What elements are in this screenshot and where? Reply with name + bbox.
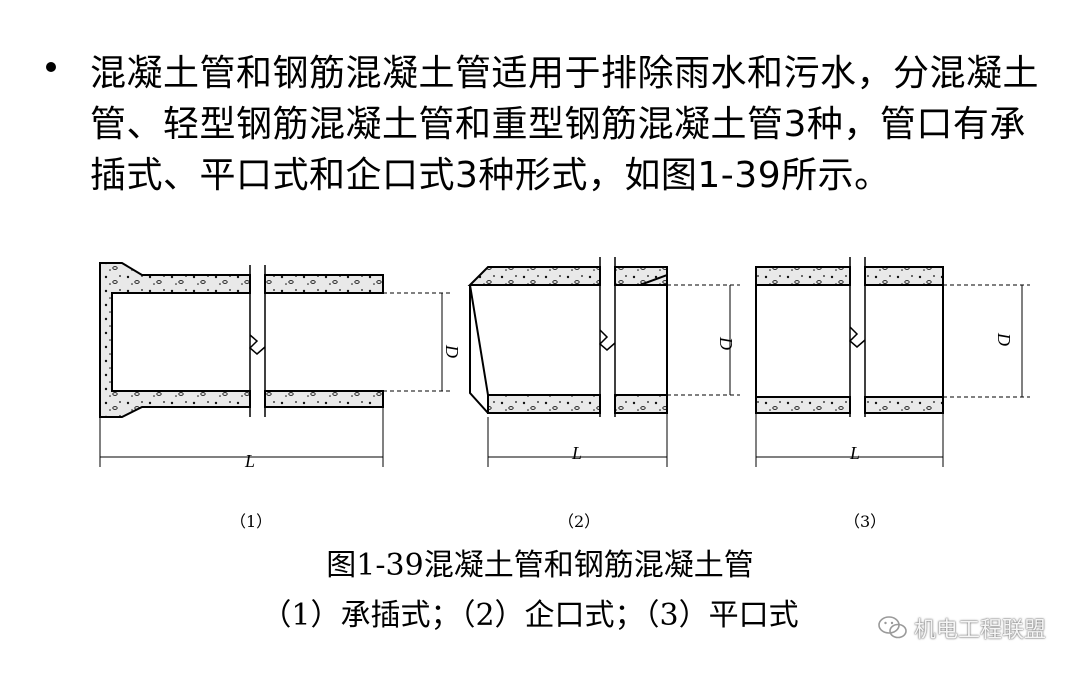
figure-caption: 图1-39混凝土管和钢筋混凝土管 bbox=[326, 548, 754, 583]
pipe-1-diameter-label: D bbox=[442, 344, 462, 358]
watermark-text: 机电工程联盟 bbox=[913, 618, 1046, 643]
pipe-1-length-label: L bbox=[244, 451, 255, 471]
pipe-3-dimensions bbox=[755, 284, 1030, 467]
bullet-text: 混凝土管和钢筋混凝土管适用于排除雨水和污水，分混凝土管、轻型钢筋混凝土管和重型钢… bbox=[90, 53, 1040, 196]
pipe-2-diameter-label: D bbox=[716, 336, 736, 350]
wechat-icon bbox=[878, 616, 907, 639]
pipe-1-dimensions bbox=[99, 292, 450, 467]
bullet-marker bbox=[46, 62, 56, 72]
pipe-tongue-groove-type bbox=[467, 257, 668, 417]
pipe-joint-figure: L D （1） L D （2） bbox=[99, 257, 1030, 531]
pipe-socket-type bbox=[99, 262, 384, 418]
figure-subcaption: （1）承插式；（2）企口式；（3）平口式 bbox=[261, 598, 799, 633]
bullet-point: 混凝土管和钢筋混凝土管适用于排除雨水和污水，分混凝土管、轻型钢筋混凝土管和重型钢… bbox=[40, 48, 1050, 220]
pipe-plain-end-type bbox=[755, 257, 944, 417]
pipe-2-label: （2） bbox=[558, 512, 600, 531]
pipe-3-label: （3） bbox=[844, 512, 886, 531]
pipe-2-length-label: L bbox=[571, 443, 582, 463]
pipe-2-dimensions bbox=[487, 284, 740, 467]
pipe-1-label: （1） bbox=[230, 512, 272, 531]
pipe-3-diameter-label: D bbox=[994, 332, 1014, 346]
pipe-3-length-label: L bbox=[849, 443, 860, 463]
watermark: 机电工程联盟 bbox=[878, 612, 1046, 644]
